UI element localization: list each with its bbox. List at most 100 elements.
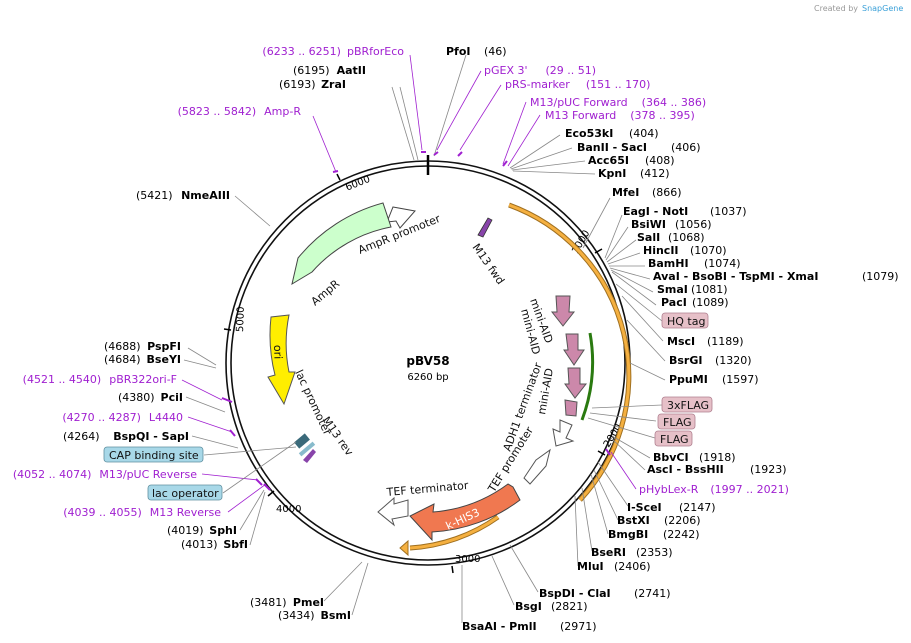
enzyme-bbvci: BbvCI (653, 451, 689, 464)
snapgene-logo: SnapGene (862, 4, 903, 13)
enzyme-mlui: MluI (577, 560, 604, 573)
enzyme-bspqi-sapi-pos: (4264) (63, 430, 100, 443)
cap-site-mark (298, 441, 316, 457)
left-labels: NmeAIII (5421) PspFI (4688) BseYI (4684)… (13, 189, 369, 622)
enzyme-bamhi-pos: (1074) (704, 257, 741, 270)
enzyme-pspfi-pos: (4688) (104, 340, 141, 353)
green-arc-right (580, 332, 595, 421)
enzyme-acc65i: Acc65I (588, 154, 629, 167)
flag3x-box (661, 396, 713, 413)
mini-aid-small (564, 399, 578, 417)
enzyme-bspqi-sapi: BspQI - SapI (113, 430, 189, 443)
enzyme-sbfi: SbfI (223, 538, 248, 551)
enzyme-mfei-pos: (866) (652, 186, 682, 199)
label-ori: ori (271, 345, 284, 360)
orange-arc-bottom-head (399, 539, 409, 557)
mini-aid-arrow-1 (550, 295, 576, 327)
enzyme-sphi-pos: (4019) (167, 524, 204, 537)
tef-terminator-arrow (377, 496, 409, 527)
enzyme-msci-pos: (1189) (707, 335, 744, 348)
enzyme-bstxi: BstXI (617, 514, 650, 527)
enzyme-bseri-pos: (2353) (636, 546, 673, 559)
tef-promoter-arrow (523, 448, 551, 485)
enzyme-bsgi: BsgI (515, 600, 542, 613)
enzyme-bsaai-pmli-pos: (2971) (560, 620, 597, 633)
enzyme-i-scei: I-SceI (627, 501, 662, 514)
primer-amp-r: (5823 .. 5842)Amp-R (178, 105, 302, 118)
mini-aid-arrow-3 (564, 367, 588, 399)
enzyme-zrai: ZraI (321, 78, 346, 91)
enzyme-aatii: AatII (337, 64, 366, 77)
enzyme-pfoi: PfoI (446, 45, 471, 58)
enzyme-nmeaiii: NmeAIII (181, 189, 230, 202)
label-tef-terminator: TEF terminator (385, 479, 469, 499)
enzyme-bsrgi-pos: (1320) (715, 354, 752, 367)
enzyme-pmei: PmeI (293, 596, 324, 609)
enzyme-sali-pos: (1068) (668, 231, 705, 244)
lac-operator-mark (294, 433, 310, 449)
enzyme-bseyi: BseYI (147, 353, 181, 366)
plasmid-length: 6260 bp (407, 372, 448, 383)
primer-pbr322ori-f: (4521 .. 4540)pBR322ori-F (23, 373, 177, 386)
enzyme-hincii: HincII (643, 244, 679, 257)
enzyme-kpni-pos: (412) (640, 167, 670, 180)
flag3x-label: 3xFLAG (667, 399, 709, 412)
enzyme-bsiwi: BsiWI (631, 218, 666, 231)
primer-pgex3: pGEX 3'(29 .. 51) (484, 64, 596, 77)
top-labels: (6233 .. 6251)pBRforEco PfoI (46) AatII … (178, 45, 707, 180)
enzyme-sbfi-pos: (4013) (181, 538, 218, 551)
enzyme-bseri: BseRI (591, 546, 626, 559)
ampr-arrow (291, 202, 392, 286)
k-his3-arrow (409, 483, 521, 542)
enzyme-asci-bsshii-pos: (1923) (750, 463, 787, 476)
enzyme-sphi: SphI (209, 524, 237, 537)
enzyme-bsmi-pos: (3434) (278, 609, 315, 622)
enzyme-bmgbi: BmgBI (608, 528, 648, 541)
enzyme-eco53ki-pos: (404) (629, 127, 659, 140)
enzyme-bsaai-pmli: BsaAI - PmlI (462, 620, 537, 633)
enzyme-bmgbi-pos: (2242) (663, 528, 700, 541)
enzyme-bsmi: BsmI (321, 609, 352, 622)
enzyme-bamhi: BamHI (648, 257, 689, 270)
primer-pbrforeco: (6233 .. 6251)pBRforEco (262, 45, 404, 58)
enzyme-bsrgi: BsrGI (669, 354, 702, 367)
enzyme-bseyi-pos: (4684) (104, 353, 141, 366)
enzyme-eagi-noti-pos: (1037) (710, 205, 747, 218)
enzyme-acc65i-pos: (408) (645, 154, 675, 167)
enzyme-pmei-pos: (3481) (250, 596, 287, 609)
label-m13-rev: M13 rev (320, 414, 356, 458)
m13-fwd-arrow (477, 217, 493, 238)
cap-binding-site-label: CAP binding site (109, 449, 199, 462)
adh1-terminator-arrow (552, 419, 575, 447)
primer-m13-reverse: (4039 .. 4055)M13 Reverse (63, 506, 221, 519)
tick-5000: 5000 (235, 306, 247, 332)
enzyme-pcii-pos: (4380) (118, 391, 155, 404)
hq-tag-label: HQ tag (667, 315, 705, 328)
right-labels: MfeI (866) EagI - NotI (1037) BsiWI (105… (461, 186, 899, 633)
enzyme-smai: SmaI (657, 283, 688, 296)
primer-m13-forward: M13 Forward(378 .. 395) (545, 109, 695, 122)
enzyme-mlui-pos: (2406) (614, 560, 651, 573)
enzyme-kpni: KpnI (598, 167, 626, 180)
enzyme-avai-group-pos: (1079) (862, 270, 899, 283)
enzyme-bsgi-pos: (2821) (551, 600, 588, 613)
enzyme-ppumi-pos: (1597) (722, 373, 759, 386)
label-ampr: AmpR (309, 277, 343, 308)
enzyme-ppumi: PpuMI (669, 373, 708, 386)
m13-rev-arrow (303, 449, 316, 463)
enzyme-paci-pos: (1089) (692, 296, 729, 309)
flag2-box (654, 430, 693, 447)
orange-arc-right (508, 203, 631, 502)
flag2-label: FLAG (660, 433, 689, 446)
tick-4000: 4000 (276, 504, 301, 515)
primer-prs-marker: pRS-marker(151 .. 170) (505, 78, 650, 91)
enzyme-asci-bsshii: AscI - BssHII (647, 463, 724, 476)
enzyme-nmeaiii-pos: (5421) (136, 189, 173, 202)
enzyme-pcii: PciI (161, 391, 183, 404)
primer-m13-puc-forward: M13/pUC Forward(364 .. 386) (530, 96, 706, 109)
lac-operator-box (147, 484, 223, 501)
enzyme-bsiwi-pos: (1056) (675, 218, 712, 231)
enzyme-aatii-pos: (6195) (293, 64, 330, 77)
credit-prefix: Created by (814, 4, 858, 13)
lac-operator-label: lac operator (152, 487, 219, 500)
